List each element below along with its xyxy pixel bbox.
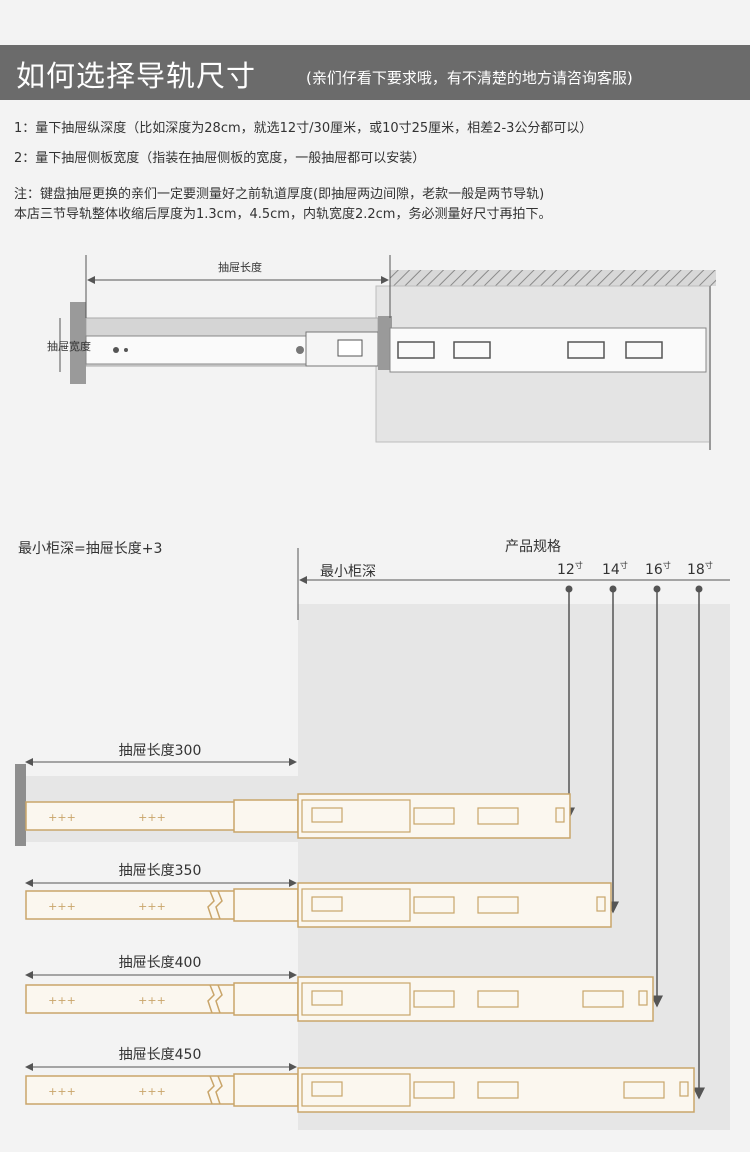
- cabinet-top-hatch: [390, 270, 716, 286]
- middle-rail-450: [233, 1073, 299, 1107]
- drawer-length-450-label: 抽屉长度450: [119, 1047, 202, 1063]
- inner-rail-450: [25, 1075, 237, 1105]
- header-banner: 如何选择导轨尺寸 (亲们仔看下要求哦，有不清楚的地方请咨询客服): [0, 45, 750, 100]
- rail-hole: [113, 347, 119, 353]
- rail-hole-mark-450: +++: [48, 1085, 76, 1098]
- bottom-diagram: 最小柜深=抽屉长度+3 产品规格 最小柜深 12寸 14寸 16寸 18寸 ++…: [15, 539, 730, 1130]
- rail-hole-mark-350: +++: [48, 900, 76, 913]
- page-title: 如何选择导轨尺寸: [16, 59, 257, 93]
- top-diagram: 抽屉长度 抽屉宽度: [47, 255, 716, 450]
- rail-latch-450: [311, 1081, 343, 1097]
- drawer-width-label: 抽屉宽度: [47, 339, 91, 353]
- rail-latch: [337, 339, 363, 357]
- drawer-length-label: 抽屉长度: [218, 260, 262, 274]
- break-mark-350: [207, 890, 215, 920]
- rail-slot-450: [477, 1081, 519, 1099]
- outer-rail: [389, 327, 707, 373]
- rail-slot: [625, 341, 663, 359]
- drawer-length-300-label: 抽屉长度300: [119, 743, 202, 759]
- instruction-2: 2：量下抽屉侧板宽度（指装在抽屉侧板的宽度，一般抽屉都可以安装）: [14, 151, 426, 166]
- page-subtitle: (亲们仔看下要求哦，有不清楚的地方请咨询客服): [306, 69, 633, 87]
- rail-slider-400: [301, 982, 411, 1016]
- rail-hole-mark-300: +++: [138, 811, 166, 824]
- middle-rail-350: [233, 888, 299, 922]
- drawer-front-panel: [70, 302, 86, 384]
- inner-rail: [85, 335, 309, 365]
- inner-rail-300: [25, 801, 237, 831]
- rail-end-stop-350: [596, 896, 606, 912]
- outer-rail-450: [297, 1067, 695, 1113]
- rail-hole-mark-300: +++: [48, 811, 76, 824]
- drawer-front-panel-300: [15, 764, 26, 846]
- rail-slider-350: [301, 888, 411, 922]
- rail-slot-300: [477, 807, 519, 825]
- rail-assemblies: ++++++++++++++++++++++++++++++++++++: [25, 758, 695, 1113]
- rail-slot-350: [477, 896, 519, 914]
- rail-roller: [296, 346, 304, 354]
- formula-text: 最小柜深=抽屉长度+3: [18, 541, 162, 557]
- rail-end-stop-400: [638, 990, 648, 1006]
- rail-slot-450: [623, 1081, 665, 1099]
- break-mark-350: [215, 890, 223, 920]
- rail-end-stop-300: [555, 807, 565, 823]
- rail-slot-450: [413, 1081, 455, 1099]
- size-14: 14寸: [602, 560, 628, 578]
- rail-slot-400: [477, 990, 519, 1008]
- rail-end-stop-450: [679, 1081, 689, 1097]
- size-12: 12寸: [557, 560, 583, 578]
- spec-title: 产品规格: [505, 539, 561, 555]
- rail-slot-350: [413, 896, 455, 914]
- rail-stop: [378, 316, 392, 370]
- min-depth-label: 最小柜深: [320, 564, 376, 580]
- rail-slot: [397, 341, 435, 359]
- break-mark-450: [207, 1075, 215, 1105]
- drawer-length-400-label: 抽屉长度400: [119, 955, 202, 971]
- rail-slot: [453, 341, 491, 359]
- rail-slider-300: [301, 799, 411, 833]
- break-mark-400: [215, 984, 223, 1014]
- note-line-2: 本店三节导轨整体收缩后厚度为1.3cm，4.5cm，内轨宽度2.2cm，务必测量…: [14, 207, 552, 222]
- rail-latch-300: [311, 807, 343, 823]
- break-mark-450: [215, 1075, 223, 1105]
- note-line-1: 注：键盘抽屉更换的亲们一定要测量好之前轨道厚度(即抽屉两边间隙，老款一般是两节导…: [14, 187, 545, 202]
- rail-hole: [124, 348, 128, 352]
- middle-rail-400: [233, 982, 299, 1016]
- instruction-1: 1：量下抽屉纵深度（比如深度为28cm，就选12寸/30厘米，或10寸25厘米，…: [14, 121, 593, 136]
- rail-hole-mark-400: +++: [48, 994, 76, 1007]
- break-mark-400: [207, 984, 215, 1014]
- rail-hole-mark-450: +++: [138, 1085, 166, 1098]
- inner-rail-350: [25, 890, 237, 920]
- size-16: 16寸: [645, 560, 671, 578]
- rail-slot-300: [413, 807, 455, 825]
- outer-rail-400: [297, 976, 654, 1022]
- rail-hole-mark-400: +++: [138, 994, 166, 1007]
- rail-slot-400: [413, 990, 455, 1008]
- rail-slot: [567, 341, 605, 359]
- size-18: 18寸: [687, 560, 713, 578]
- rail-latch-400: [311, 990, 343, 1006]
- drawer-length-350-label: 抽屉长度350: [119, 863, 202, 879]
- inner-rail-400: [25, 984, 237, 1014]
- cabinet-area: [298, 604, 730, 1130]
- rail-hole-mark-350: +++: [138, 900, 166, 913]
- rail-latch-350: [311, 896, 343, 912]
- outer-rail-300: [297, 793, 571, 839]
- rail-slider-450: [301, 1073, 411, 1107]
- middle-rail-300: [233, 799, 299, 833]
- rail-slot-400: [582, 990, 624, 1008]
